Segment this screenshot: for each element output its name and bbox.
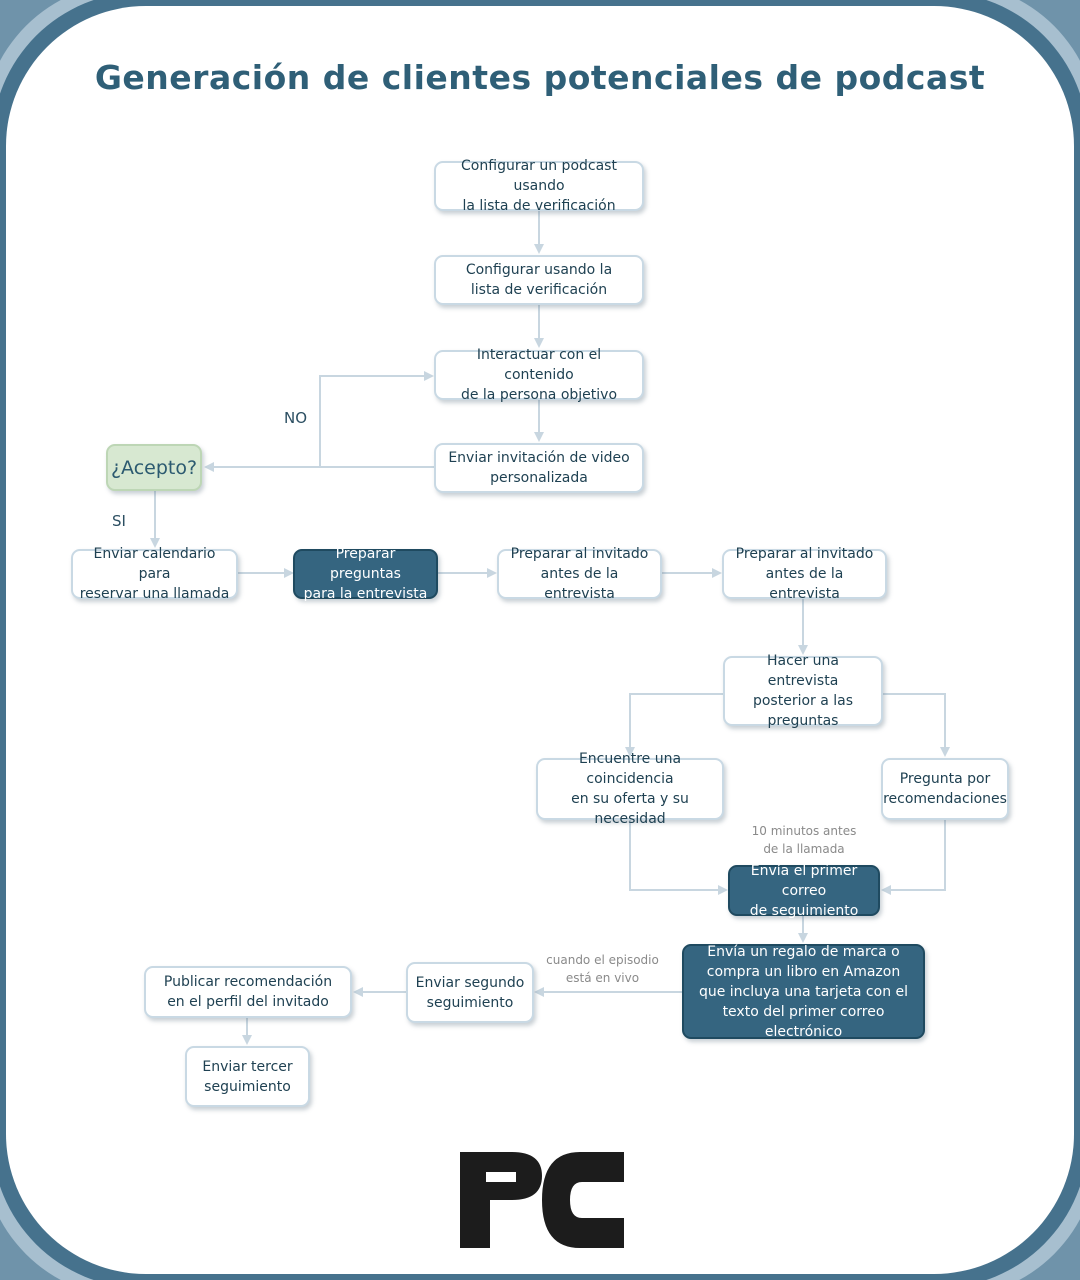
pc-logo xyxy=(460,1152,624,1248)
page-title: Generación de clientes potenciales de po… xyxy=(94,58,986,97)
step-publish-recommendation: Publicar recomendación en el perfil del … xyxy=(144,966,352,1018)
decision-accepted: ¿Acepto? xyxy=(106,444,202,491)
step-configure-checklist: Configurar usando la lista de verificaci… xyxy=(434,255,644,305)
label-no: NO xyxy=(284,409,308,427)
step-send-gift: Envía un regalo de marca o compra un lib… xyxy=(682,944,925,1040)
step-conduct-interview: Hacer una entrevista posterior a las pre… xyxy=(723,653,883,729)
step-interact-content: Interactuar con el contenido de la perso… xyxy=(434,347,644,403)
step-ask-referrals: Pregunta por recomendaciones xyxy=(881,758,1009,820)
step-prepare-questions: Preparar preguntas para la entrevista xyxy=(293,546,438,602)
step-send-video-invite: Enviar invitación de video personalizada xyxy=(434,443,644,493)
label-si: SI xyxy=(112,512,126,530)
step-find-match: Encuentre una coincidencia en su oferta … xyxy=(536,751,724,827)
note-ten-minutes: 10 minutos antes de la llamada xyxy=(751,824,857,856)
step-third-followup: Enviar tercer seguimiento xyxy=(185,1046,310,1107)
step-second-followup: Enviar segundo seguimiento xyxy=(406,962,534,1023)
note-episode-live: cuando el episodio está en vivo xyxy=(546,953,659,985)
step-prepare-guest-2: Preparar al invitado antes de la entrevi… xyxy=(722,546,887,602)
step-prepare-guest-1: Preparar al invitado antes de la entrevi… xyxy=(497,546,662,602)
step-send-calendar: Enviar calendario para reservar una llam… xyxy=(71,546,238,602)
step-configure-podcast: Configurar un podcast usando la lista de… xyxy=(434,158,644,214)
step-first-followup: Envía el primer correo de seguimiento xyxy=(728,863,880,919)
